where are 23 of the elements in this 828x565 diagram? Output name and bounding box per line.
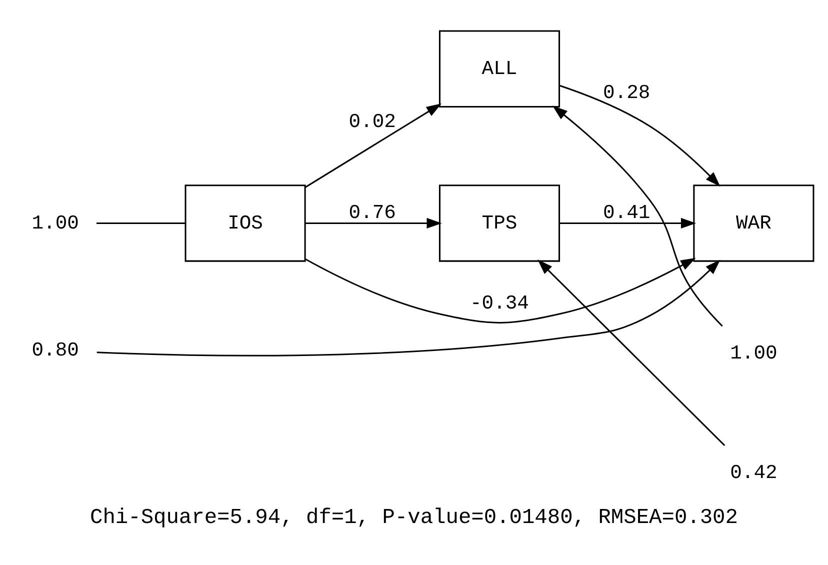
caption: Chi-Square=5.94, df=1, P-value=0.01480, RMSEA=0.302 [90,506,738,530]
arrow [552,105,723,326]
arrow [559,217,696,228]
edge-label: 0.28 [603,82,650,104]
node-box: ALL [438,30,560,107]
arrow [559,84,720,186]
node-box: WAR [693,184,814,262]
edge-label: 0.76 [348,201,396,224]
node-text: 0.42 [730,462,778,484]
edge-label: 0.02 [348,110,396,132]
node-text: 0.80 [32,338,79,361]
connector [96,222,186,224]
node-box: TPS [438,184,560,262]
arrow [538,259,726,446]
edge-label: 0.41 [603,201,650,224]
arrow [96,259,720,356]
node-box: IOS [184,184,306,262]
edge-label: -0.34 [470,292,529,314]
arrow [304,257,696,323]
arrow [305,217,442,228]
arrow [304,103,442,188]
node-text: 1.00 [32,212,79,234]
node-text: 1.00 [730,342,778,364]
